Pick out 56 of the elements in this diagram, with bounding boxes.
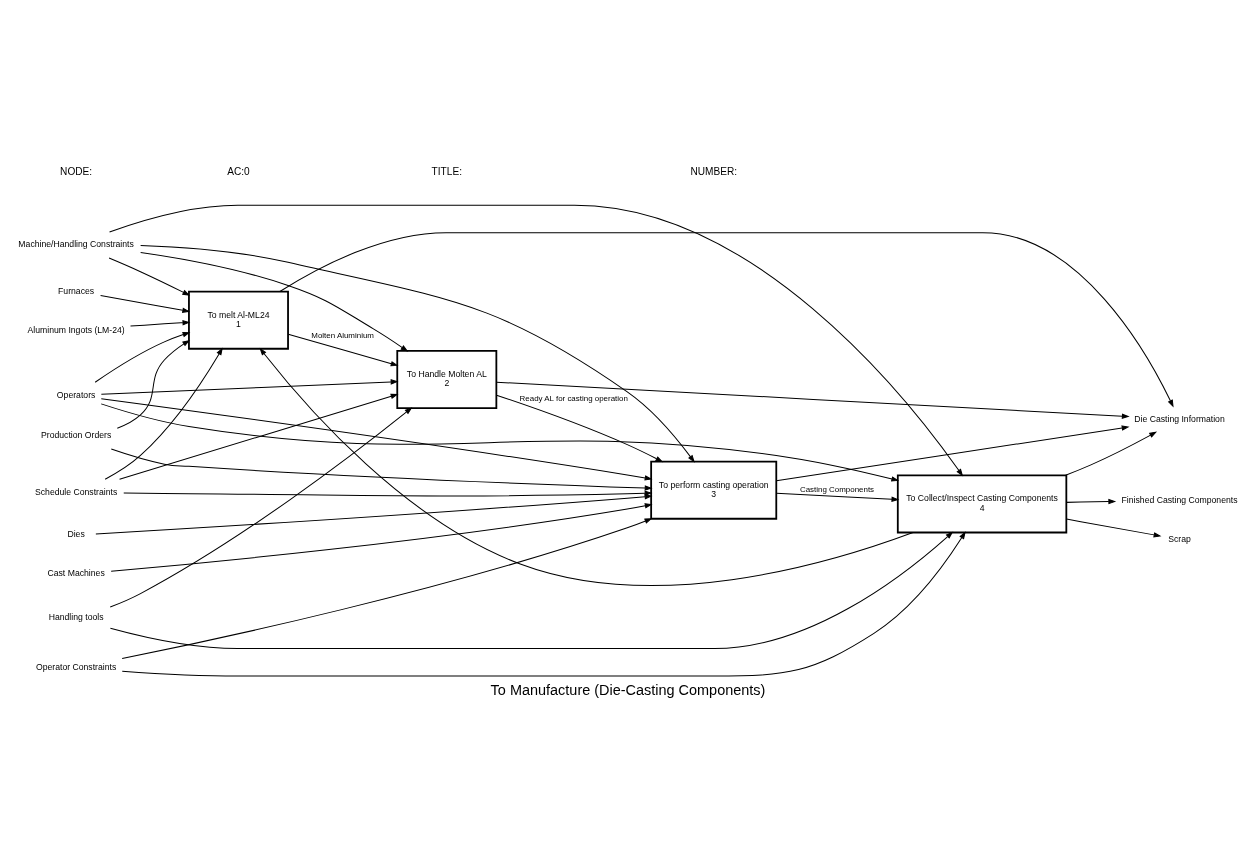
arrow — [259, 347, 914, 586]
arrow — [140, 251, 409, 352]
node-text: Dies — [67, 529, 85, 540]
node-box: To Handle Molten AL 2 — [396, 350, 498, 409]
edge-label: Molten Aluminium — [311, 331, 374, 341]
node-text: Aluminum Ingots (LM-24) — [27, 324, 125, 335]
arrow — [496, 394, 664, 463]
arrow — [123, 490, 653, 497]
arrow — [1065, 498, 1117, 505]
arrow — [130, 320, 191, 327]
arrow — [110, 448, 653, 491]
arrow — [775, 425, 1130, 482]
node-text: Finished Casting Components — [1121, 494, 1238, 505]
node-text: Operators — [56, 389, 96, 400]
node-text: Furnaces — [58, 285, 95, 296]
label: TITLE: — [431, 165, 462, 177]
label: AC:0 — [227, 165, 250, 177]
arrow — [100, 403, 900, 482]
arrow — [94, 332, 191, 383]
label: NUMBER: — [690, 165, 738, 177]
node-text: Scrap — [1168, 533, 1191, 544]
node-text: Schedule Constraints — [34, 486, 118, 497]
arrow — [121, 518, 653, 660]
node-text: Machine/Handling Constraints — [18, 239, 134, 250]
node-text: Die Casting Information — [1134, 413, 1225, 424]
arrow — [287, 333, 399, 367]
arrow — [109, 531, 954, 650]
arrow — [121, 531, 966, 677]
arrow — [95, 493, 653, 535]
edge-label: Casting Components — [799, 485, 875, 495]
arrow — [108, 257, 191, 296]
arrow — [104, 347, 223, 480]
arrow — [109, 204, 964, 477]
diagram-title: To Manufacture (Die-Casting Components) — [490, 681, 766, 698]
arrow — [116, 339, 191, 429]
arrow — [1065, 431, 1158, 476]
label: NODE: — [60, 165, 93, 177]
node-text: Handling tools — [48, 612, 104, 623]
arrow — [119, 393, 399, 480]
node-box: To Collect/Inspect Casting Components 4 — [896, 474, 1068, 534]
arrow — [140, 244, 695, 463]
node-text: Operator Constraints — [35, 661, 117, 672]
arrow — [109, 407, 413, 608]
arrow — [110, 503, 653, 572]
node-text: Cast Machines — [47, 568, 105, 579]
arrow — [100, 398, 653, 481]
arrow — [495, 381, 1130, 419]
edge-label: Ready AL for casting operation — [519, 394, 628, 404]
arrow — [100, 379, 399, 395]
node-box: To melt Al-ML24 1 — [188, 290, 289, 350]
node-text: Production Orders — [40, 430, 112, 441]
arrow — [279, 232, 1174, 408]
node-box: To perform casting operation 3 — [650, 460, 778, 520]
arrow — [775, 492, 900, 503]
arrow — [100, 295, 191, 313]
arrow — [1065, 518, 1162, 538]
